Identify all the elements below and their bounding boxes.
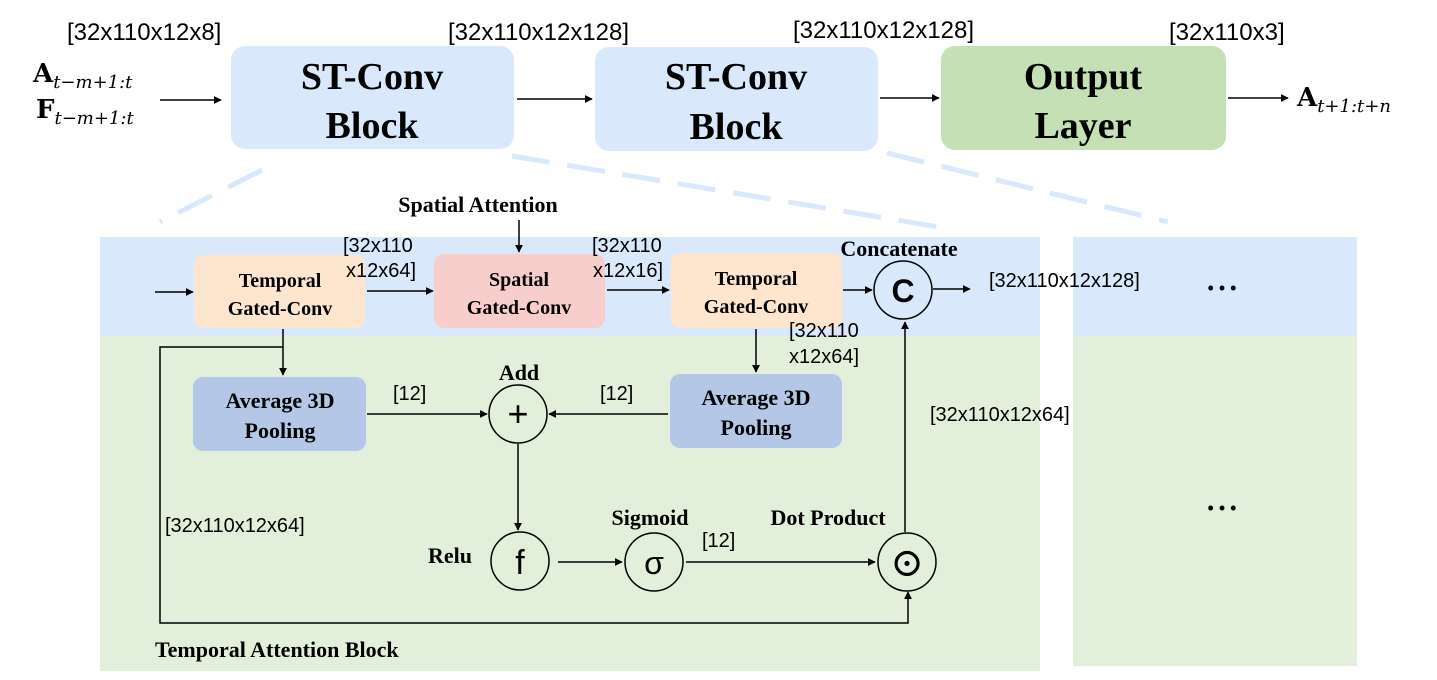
st-conv-block-2: ST-Conv Block [595, 47, 878, 151]
avg-pooling-2-line1: Average 3D [702, 385, 811, 410]
dot-product-symbol: ⊙ [890, 540, 924, 586]
shape-tc2-down-line2: x12x64] [789, 346, 859, 368]
st-conv-block-1-line2: Block [326, 105, 420, 147]
temporal-gated-conv-2: Temporal Gated-Conv [671, 253, 842, 328]
temporal-gated-conv-2-line2: Gated-Conv [704, 296, 808, 318]
concat-node: C [873, 260, 933, 320]
st-conv-block-1: ST-Conv Block [231, 46, 514, 149]
input-f-label: Ft−m+1:t [36, 95, 134, 129]
temporal-gated-conv-1-line1: Temporal [239, 270, 322, 292]
shape-tc1-out-line2: x12x64] [346, 260, 416, 282]
zoom-line-right [886, 150, 1169, 225]
temporal-gated-conv-1-line2: Gated-Conv [228, 298, 332, 320]
spatial-gated-conv-line1: Spatial [489, 269, 549, 291]
relu-node: f [490, 531, 550, 591]
st-conv-block-2-line2: Block [690, 106, 784, 148]
output-a-label: At+1:t+n [1296, 83, 1391, 117]
output-layer-line2: Layer [1034, 105, 1131, 147]
shape-label-block1: [32x110x12x128] [448, 19, 629, 46]
avg-pooling-1: Average 3D Pooling [193, 377, 366, 451]
add-node: + [488, 384, 548, 444]
zoom-line-middle [511, 153, 946, 231]
avg-pooling-2: Average 3D Pooling [670, 374, 842, 448]
shape-concat-out: [32x110x12x128] [989, 270, 1140, 292]
ellipsis-top: • • • [1208, 278, 1237, 298]
concatenate-label: Concatenate [840, 236, 958, 261]
sigmoid-label: Sigmoid [611, 505, 688, 530]
add-symbol: + [507, 393, 528, 434]
ellipsis-bottom: • • • [1208, 498, 1237, 518]
shape-up: [32x110x12x64] [930, 404, 1070, 426]
avg-pooling-1-line2: Pooling [245, 418, 316, 443]
spatial-attention-label: Spatial Attention [398, 192, 558, 217]
spatial-gated-conv-line2: Gated-Conv [467, 297, 571, 319]
shape-sc-out-line2: x12x16] [593, 260, 663, 282]
relu-symbol: f [515, 544, 525, 582]
output-layer: Output Layer [941, 46, 1226, 150]
shape-sigmoid: [12] [702, 530, 735, 552]
temporal-gated-conv-1: Temporal Gated-Conv [194, 255, 365, 328]
concat-symbol: C [891, 273, 914, 309]
dot-product-label: Dot Product [770, 505, 886, 530]
shape-skip: [32x110x12x64] [165, 515, 305, 537]
temporal-attention-block-label: Temporal Attention Block [155, 637, 399, 662]
shape-tc1-out-line1: [32x110 [343, 235, 413, 257]
sigmoid-node: σ [624, 532, 684, 592]
output-layer-line1: Output [1024, 56, 1143, 98]
st-conv-block-1-line1: ST-Conv [301, 56, 443, 98]
skip-connection [159, 346, 912, 624]
right-spatial-band [1073, 237, 1357, 336]
shape-pool1: [12] [393, 383, 426, 405]
shape-label-output: [32x110x3] [1169, 19, 1285, 46]
avg-pooling-2-line2: Pooling [721, 415, 792, 440]
zoom-line-left [158, 167, 264, 225]
right-attention-band [1073, 336, 1357, 666]
shape-tc2-down-line1: [32x110 [789, 320, 859, 342]
shape-pool2: [12] [600, 383, 633, 405]
st-conv-block-2-line1: ST-Conv [665, 56, 807, 98]
input-a-label: At−m+1:t [32, 59, 133, 93]
shape-label-block2: [32x110x12x128] [793, 17, 974, 44]
shape-label-input: [32x110x12x8] [67, 19, 221, 46]
shape-sc-out-line1: [32x110 [592, 235, 662, 257]
spatial-gated-conv: Spatial Gated-Conv [434, 254, 605, 328]
relu-label: Relu [428, 543, 472, 568]
sigmoid-symbol: σ [644, 545, 664, 581]
dot-product-node: ⊙ [877, 532, 937, 592]
add-label: Add [499, 360, 539, 385]
temporal-gated-conv-2-line1: Temporal [715, 268, 798, 290]
avg-pooling-1-line1: Average 3D [226, 388, 335, 413]
